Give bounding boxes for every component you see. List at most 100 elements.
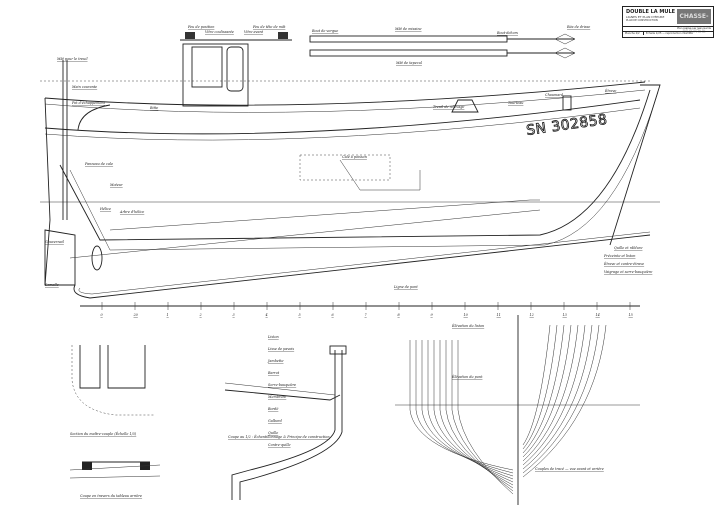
spars-view: Bout de vergue Mât de misaine Bout-dehor…: [309, 25, 590, 65]
label-boom-right: Bout-dehors: [496, 31, 518, 35]
label-boom-left: Bout de vergue: [311, 29, 338, 33]
fish-hold: [299, 154, 391, 181]
label-rubbing: Tourteau: [508, 101, 523, 105]
frames-line: [109, 199, 540, 231]
label-stem-note: Étrave et contre-étrave: [603, 261, 644, 266]
spar-lower: [309, 49, 508, 57]
stern-post: [44, 97, 51, 286]
station-line-aft: [409, 340, 514, 471]
hull-bottom: [59, 89, 651, 241]
label-nav-light-right: Feu de tête de mât: [252, 25, 286, 29]
construction-label: Serre-bauquière: [268, 383, 296, 387]
ruler-tick-label: 1: [167, 313, 169, 317]
wheelhouse-window: [191, 46, 223, 88]
title-block-footer: Planche 2/2 Échelle 1/25 — reproduction …: [623, 31, 713, 35]
hull-registration: SN 302858: [525, 112, 608, 139]
station-line-fore: [522, 324, 572, 458]
construction-label: Jambette: [267, 359, 284, 363]
ruler-tick-label: 20: [133, 313, 139, 317]
ruler-tick-label: 5: [299, 313, 301, 317]
ruler-tick-label: 2: [199, 313, 202, 317]
label-boom-lower: Mât de tapecul: [395, 61, 422, 65]
station-line-aft: [445, 340, 514, 489]
keel: [73, 234, 651, 299]
winch: [451, 99, 479, 113]
label-winch: Treuil de relevage: [433, 105, 464, 109]
label-keel-shoe: Semelle: [45, 283, 59, 287]
station-line-aft: [421, 340, 514, 477]
label-body-upper: Élévation du liston: [451, 323, 484, 328]
station-line-aft: [415, 340, 514, 474]
label-boom-mid: Mât de misaine: [394, 27, 422, 31]
label-rail: Main courante: [71, 85, 97, 89]
title-block-note: PLAN DE CONSTRUCTION: [626, 19, 658, 22]
grid-marks: [40, 80, 660, 203]
ruler-tick-label: 4: [265, 313, 268, 317]
title-block-title: DOUBLE LA MULE: [626, 9, 676, 15]
station-line-fore: [522, 324, 558, 450]
label-fairlead: Chaumard: [545, 93, 564, 97]
ruler-tick-label: 11: [497, 313, 501, 317]
sheer-line: [44, 81, 646, 106]
label-construction-section: Coupe au 1/2 : Échantillonnage & Princip…: [228, 434, 330, 439]
construction-label: Barrot: [267, 371, 280, 375]
stem: [609, 84, 661, 246]
frame-section: Section du maître-couple (Échelle 1/5): [70, 345, 155, 436]
label-rudder: Gouvernail: [45, 240, 64, 244]
station-line-fore: [522, 324, 586, 466]
propeller: [91, 245, 103, 271]
title-block: DOUBLE LA MULE LIGNES ET PLAN D'ÉPURE PL…: [622, 6, 714, 38]
label-keel-note: Quille et râblure: [614, 246, 642, 250]
construction-label: Contre-quille: [268, 443, 291, 447]
nav-light-right: [278, 32, 288, 39]
body-plan: Couples de tracé — vue avant et arrière …: [395, 315, 640, 505]
ruler-tick-label: 9: [431, 313, 434, 317]
label-engine: Moteur: [109, 183, 123, 187]
ruler-tick-label: 14: [596, 313, 600, 317]
station-line-aft: [451, 340, 514, 492]
label-body-lower: Élévation du pont: [451, 374, 483, 379]
station-line-fore: [522, 324, 593, 470]
ruler-tick-label: 12: [530, 313, 534, 317]
wheelhouse: [182, 43, 249, 107]
construction-label: Lisse de pavois: [267, 347, 294, 351]
label-nav-light-left: Feu de position: [187, 25, 214, 29]
label-propeller: Hélice: [99, 207, 111, 211]
station-line-fore: [522, 324, 551, 446]
construction-label: Quille: [268, 431, 278, 435]
station-line-fore: [522, 324, 579, 462]
label-longitudinal-note: Vaigrage et serre-bauquière: [604, 270, 652, 274]
label-boom-end: Réa de drisse: [566, 25, 590, 29]
wheelhouse-door-window: [226, 46, 244, 92]
publisher-logo: CHASSE-MARÉE: [677, 9, 711, 35]
nav-light-left: [185, 32, 195, 39]
station-line-aft: [439, 340, 514, 486]
title-block-caption: Plan réalisé par Jean Garde: [623, 26, 713, 30]
ruler-tick-label: 7: [365, 313, 368, 317]
ruler-tick-label: 10: [464, 313, 469, 317]
ruler-tick-label: 8: [398, 313, 401, 317]
label-frame-section: Section du maître-couple (Échelle 1/5): [70, 431, 137, 436]
sheet-number: Planche 2/2: [625, 32, 640, 35]
label-deck-line: Ligne de pont: [393, 285, 418, 289]
profile-view: SN 302858 Feu de position Feu de tête de…: [40, 25, 661, 299]
station-line-aft: [457, 340, 514, 495]
label-bitt: Bitte: [149, 106, 158, 110]
station-line-fore: [522, 324, 565, 454]
ruler-tick-label: 3: [233, 313, 235, 317]
label-transverse-section: Coupe en travers du tableau arrière: [80, 494, 142, 498]
station-line-aft: [427, 340, 514, 480]
construction-label: Galbord: [268, 419, 283, 423]
station-line-fore: [522, 324, 600, 474]
rudder: [44, 229, 76, 286]
ruler-tick-label: 15: [629, 313, 633, 317]
label-body-plan: Couples de tracé — vue avant et arrière: [535, 467, 604, 471]
construction-label: Bordé: [267, 407, 278, 411]
station-line-fore: [522, 324, 607, 478]
label-window-fixed: Vitre coulissante: [205, 30, 234, 34]
ruler-tick-label: 6: [332, 313, 335, 317]
station-line-aft: [433, 340, 514, 483]
construction-label: Membrure: [267, 395, 286, 399]
label-shaft: Arbre d'hélice: [119, 210, 144, 214]
